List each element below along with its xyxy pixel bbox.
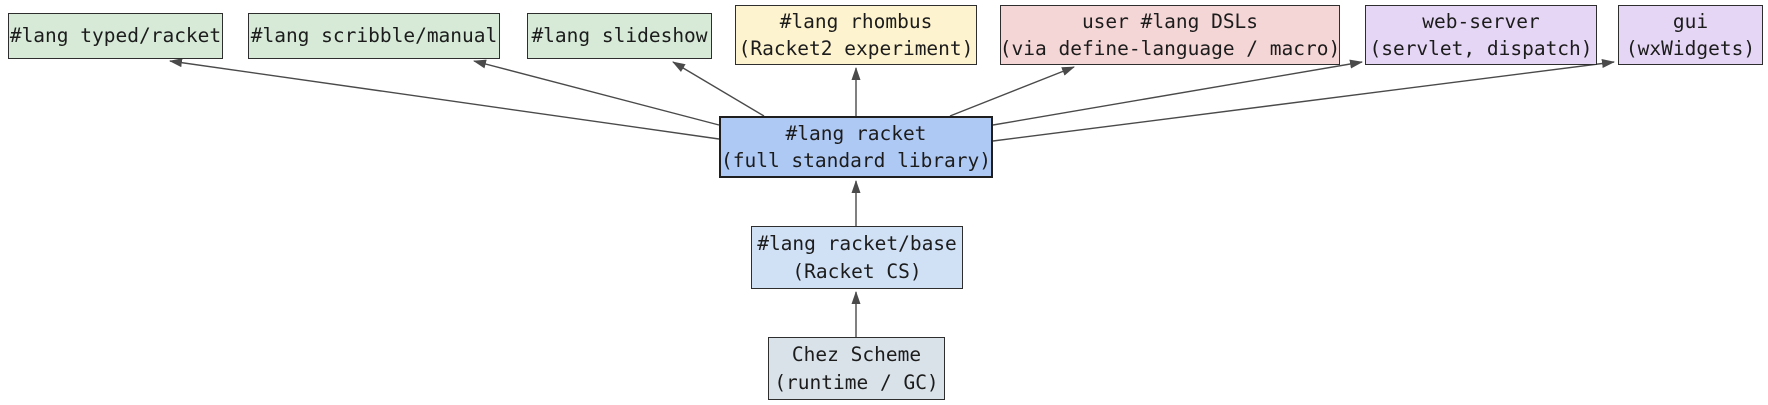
node-web-server-label: web-server: [1422, 9, 1540, 33]
node-lang-scribble-manual: #lang scribble/manual: [248, 13, 500, 59]
edge-lang-racket-to-lang-typed-racket: [169, 58, 720, 140]
edge-lang-racket-to-lang-scribble-manual: [473, 59, 720, 126]
node-lang-scribble-manual-label: #lang scribble/manual: [250, 24, 498, 48]
node-lang-typed-racket-label: #lang typed/racket: [9, 24, 222, 48]
node-gui-label: (wxWidgets): [1625, 37, 1756, 60]
node-lang-slideshow-label: #lang slideshow: [531, 24, 708, 48]
node-user-lang-dsls-label: user #lang DSLs: [1081, 9, 1259, 33]
edge-lang-racket-to-user-lang-dsls: [949, 66, 1075, 117]
node-lang-racket-base-label: #lang racket/base: [757, 232, 957, 256]
node-lang-typed-racket: #lang typed/racket: [8, 13, 223, 59]
node-lang-racket-label: #lang racket: [785, 121, 927, 145]
node-web-server: web-server (servlet, dispatch): [1365, 5, 1597, 65]
edge-lang-racket-to-web-server: [992, 59, 1363, 126]
node-user-lang-dsls-label: (via define-language / macro): [999, 37, 1341, 60]
node-lang-racket-label: (full standard library): [720, 149, 992, 172]
node-lang-racket-base-label: (Racket CS): [792, 259, 922, 283]
node-lang-racket-base: #lang racket/base (Racket CS): [751, 226, 963, 289]
node-gui: gui (wxWidgets): [1618, 5, 1763, 65]
edge-lang-racket-to-lang-slideshow: [672, 61, 765, 117]
node-gui-label: gui: [1672, 9, 1709, 33]
node-lang-racket: #lang racket (full standard library): [719, 116, 993, 178]
node-lang-rhombus-label: (Racket2 experiment): [738, 37, 974, 60]
node-lang-rhombus-label: #lang rhombus: [779, 9, 933, 33]
node-chez-scheme: Chez Scheme (runtime / GC): [768, 337, 945, 400]
node-chez-scheme-label: (runtime / GC): [774, 370, 939, 394]
node-lang-slideshow: #lang slideshow: [527, 13, 712, 59]
node-user-lang-dsls: user #lang DSLs (via define-language / ma…: [1000, 5, 1340, 65]
node-lang-rhombus: #lang rhombus (Racket2 experiment): [735, 5, 977, 65]
node-chez-scheme-label: Chez Scheme: [791, 343, 922, 367]
node-web-server-label: (servlet, dispatch): [1369, 37, 1593, 60]
edge-lang-racket-to-gui: [992, 59, 1615, 142]
